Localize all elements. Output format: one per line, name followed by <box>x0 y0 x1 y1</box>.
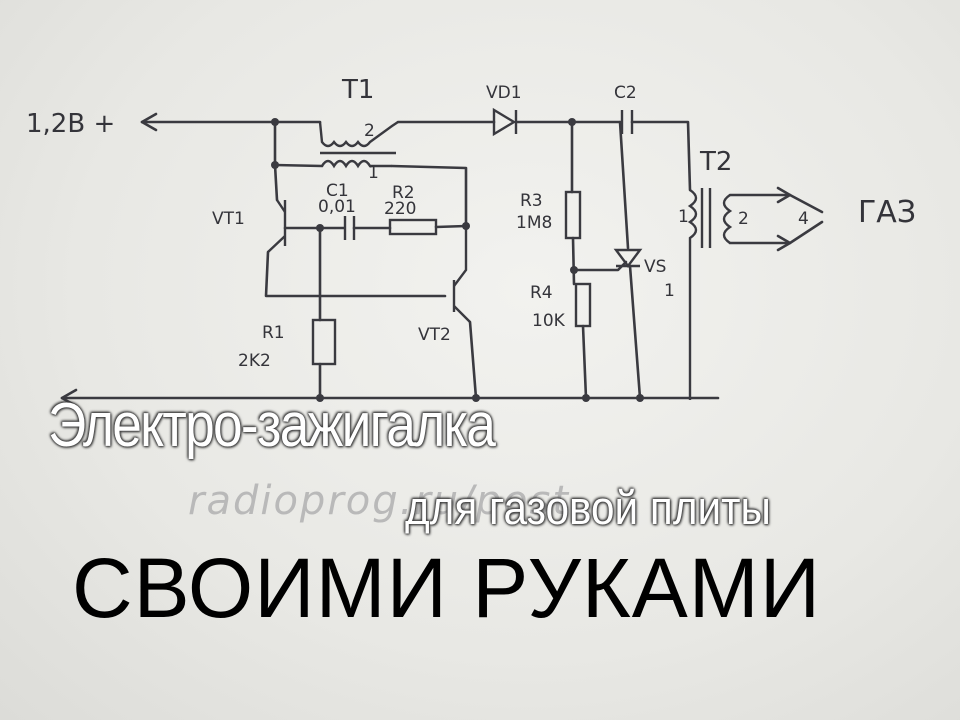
watermark: radioprog.ru/post <box>188 478 571 524</box>
node-r4-ground <box>582 394 590 402</box>
vs-number: 1 <box>664 281 675 301</box>
t2-winding-1-label: 1 <box>678 207 689 227</box>
c1-value: 0,01 <box>318 197 356 217</box>
vt1-collector-wire <box>264 250 447 298</box>
ground-arrow <box>60 388 78 408</box>
title-line-3: СВОИМИ РУКАМИ <box>72 541 822 635</box>
vt2-label: VT2 <box>418 325 451 345</box>
c2-to-t2-wire <box>630 120 692 192</box>
r2-to-vt2-wire <box>434 224 468 229</box>
node-vs-ground <box>636 394 644 402</box>
spark-gap-label: 4 <box>798 209 809 229</box>
c1-label: C1 <box>326 181 349 201</box>
gas-label: ГАЗ <box>858 195 916 230</box>
t2-label: T2 <box>699 147 732 177</box>
vs-thyristor <box>613 248 643 268</box>
r2-resistor <box>388 218 438 236</box>
r1-value: 2K2 <box>238 351 271 371</box>
spark-arrow-top <box>776 186 792 204</box>
r2-label: R2 <box>392 183 415 203</box>
vd1-diode <box>492 107 518 137</box>
r4-bottom-wire <box>581 324 588 400</box>
r1-resistor <box>311 318 337 366</box>
t2-winding-2-label: 2 <box>738 209 749 229</box>
vs-gate-wire <box>572 260 628 272</box>
vd1-label: VD1 <box>486 83 522 103</box>
r4-resistor <box>574 282 592 328</box>
vs-top-wire <box>618 120 630 250</box>
r4-value: 10K <box>532 311 566 331</box>
supply-label: 1,2B + <box>26 109 115 139</box>
vs-bottom-wire <box>628 264 642 400</box>
r3-value: 1M8 <box>516 213 552 233</box>
vt1-label: VT1 <box>212 209 245 229</box>
t1-winding-1 <box>320 159 392 169</box>
spark-arrow-bottom <box>776 234 792 252</box>
t1-winding-1-label: 1 <box>368 163 379 183</box>
t1-winding-2-label: 2 <box>364 121 375 141</box>
vt1-leads <box>267 199 286 253</box>
vt2-leads <box>453 226 471 323</box>
t2-secondary <box>722 194 733 244</box>
winding1-wire <box>273 163 468 228</box>
t2-primary <box>687 189 698 400</box>
vt1-emitter-wire <box>273 120 279 202</box>
title-line-2: для газовой плиты <box>405 481 771 534</box>
t1-winding-2 <box>318 121 399 148</box>
r4-label: R4 <box>530 283 553 303</box>
title-line-1: Электро-зажигалка <box>48 391 496 460</box>
r3-resistor <box>564 190 582 240</box>
r3-r4-wire <box>571 236 576 286</box>
r2-value: 220 <box>384 199 416 219</box>
vs-label: VS <box>644 257 666 277</box>
c2-label: C2 <box>614 83 637 103</box>
supply-arrow <box>140 112 158 132</box>
r3-label: R3 <box>520 191 543 211</box>
r1-label: R1 <box>262 323 285 343</box>
t1-label: T1 <box>341 75 374 105</box>
vt2-emitter-wire <box>468 320 478 400</box>
